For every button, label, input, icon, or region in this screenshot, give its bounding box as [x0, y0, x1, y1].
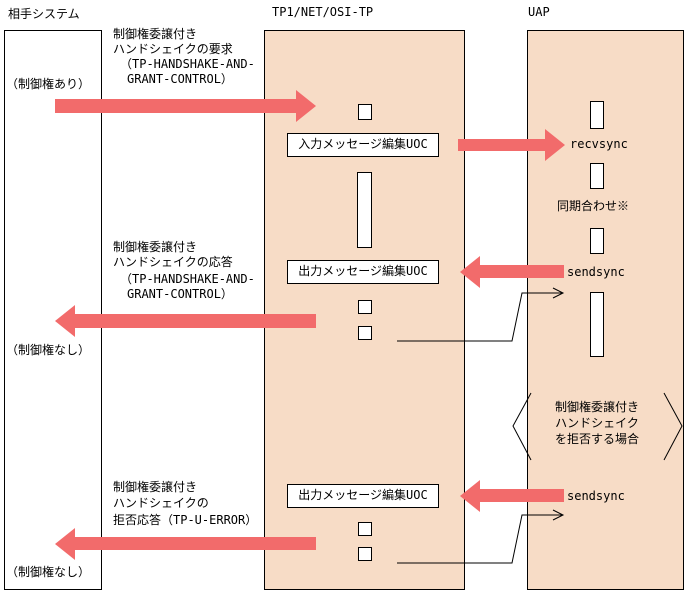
no-control-label-2: （制御権なし）	[6, 565, 91, 579]
output-uoc-box-2: 出力メッセージ編集UOC	[287, 484, 439, 508]
reject-line-1: 制御権委譲付き	[113, 480, 198, 494]
reject-case-left-bracket	[512, 392, 532, 461]
reject-arrow	[55, 528, 316, 560]
request-line-1: 制御権委譲付き	[113, 27, 198, 41]
sendsync-arrow-1	[460, 256, 564, 288]
tp1-activation-5	[358, 522, 372, 536]
request-line-3: （TP-HANDSHAKE-AND-	[120, 57, 255, 71]
reject-line-2: ハンドシェイクの	[113, 496, 209, 510]
uap-lane-title: UAP	[528, 5, 550, 19]
tp1-activation-2	[357, 172, 372, 248]
tp1-lane-title: TP1/NET/OSI-TP	[272, 5, 374, 19]
input-uoc-box: 入力メッセージ編集UOC	[287, 133, 439, 157]
reject-case-line-1: 制御権委譲付き	[554, 400, 639, 414]
response-arrow	[55, 305, 316, 337]
connector-arrowhead-1	[552, 287, 565, 299]
response-line-3: （TP-HANDSHAKE-AND-	[120, 272, 255, 286]
output-uoc-box-1: 出力メッセージ編集UOC	[287, 260, 439, 284]
connector-line-1	[397, 292, 562, 342]
connector-arrowhead-2	[552, 509, 565, 521]
uap-activation-4	[590, 292, 604, 357]
has-control-label: （制御権あり）	[6, 77, 91, 91]
response-line-4: GRANT-CONTROL）	[127, 287, 233, 301]
reject-case-line-3: を拒否する場合	[554, 432, 639, 446]
connector-line-2	[397, 514, 562, 564]
recvsync-label: recvsync	[570, 137, 628, 151]
tp1-activation-1	[358, 104, 372, 120]
request-line-2: ハンドシェイクの要求	[113, 42, 233, 56]
sendsync-arrow-2	[460, 480, 564, 512]
uap-activation-3	[590, 228, 604, 254]
recvsync-arrow	[458, 129, 565, 161]
uap-activation-1	[590, 101, 604, 129]
partner-lane	[4, 30, 102, 590]
request-line-4: GRANT-CONTROL）	[127, 72, 233, 86]
no-control-label-1: （制御権なし）	[6, 343, 91, 357]
tp1-activation-3	[358, 300, 372, 314]
request-arrow	[55, 90, 316, 122]
sendsync-label-1: sendsync	[567, 265, 625, 279]
uap-activation-2	[590, 163, 604, 189]
reject-case-line-2: ハンドシェイク	[555, 416, 639, 430]
tp1-activation-4	[358, 326, 372, 340]
partner-lane-title: 相手システム	[8, 7, 80, 21]
reject-line-3: 拒否応答（TP-U-ERROR）	[113, 513, 258, 527]
response-line-2: ハンドシェイクの応答	[113, 255, 233, 269]
reject-case-right-bracket	[663, 392, 683, 461]
sendsync-label-2: sendsync	[567, 489, 625, 503]
sync-label: 同期合わせ※	[557, 199, 630, 213]
response-line-1: 制御権委譲付き	[113, 240, 198, 254]
tp1-activation-6	[358, 547, 372, 561]
